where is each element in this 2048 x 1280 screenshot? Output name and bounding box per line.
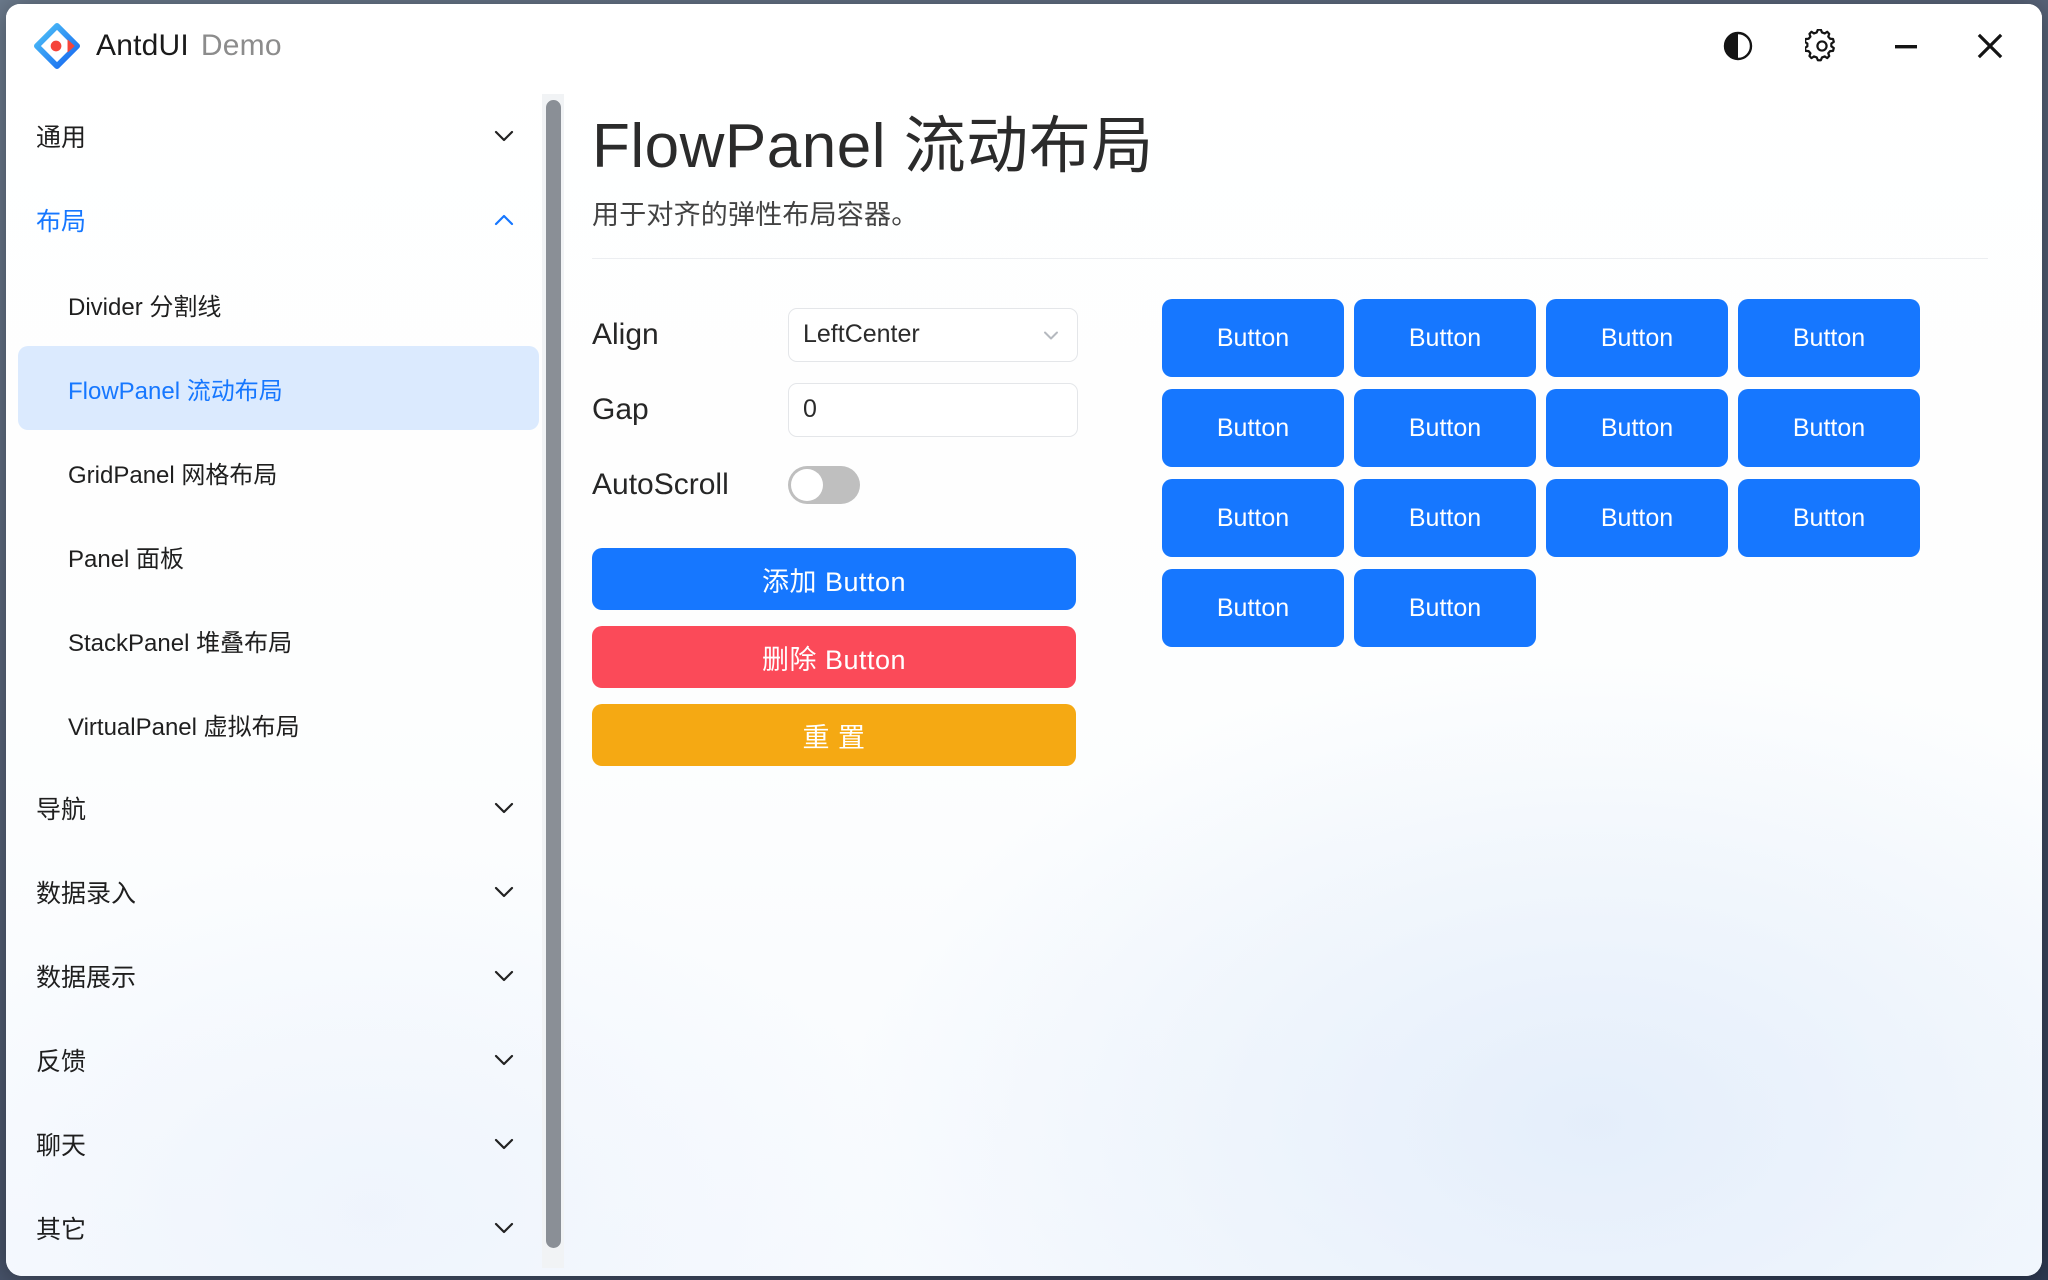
page-title: FlowPanel 流动布局 <box>592 112 1154 181</box>
autoscroll-toggle[interactable] <box>788 465 860 504</box>
chevron-down-icon <box>491 963 517 989</box>
antd-logo-icon <box>34 23 80 69</box>
app-window: AntdUI Demo <box>6 4 2042 1276</box>
app-title-secondary: Demo <box>200 29 282 62</box>
flow-button[interactable]: Button <box>1354 389 1536 468</box>
sidebar-item-panel[interactable]: Panel 面板 <box>18 514 539 598</box>
window-controls <box>1696 12 2042 80</box>
chevron-down-icon <box>491 123 517 149</box>
demo-area: Align LeftCenter Gap AutoScroll <box>592 297 2002 767</box>
flow-button[interactable]: Button <box>1738 389 1920 468</box>
chevron-down-icon <box>491 1047 517 1073</box>
sidebar-group-chat[interactable]: 聊天 <box>6 1102 551 1186</box>
sidebar-item-divider[interactable]: Divider 分割线 <box>18 262 539 346</box>
sidebar-group-general[interactable]: 通用 <box>6 94 551 178</box>
sidebar-group-label: 数据录入 <box>36 880 137 908</box>
sidebar-group-label: 其它 <box>36 1216 87 1244</box>
flow-button[interactable]: Button <box>1546 389 1728 468</box>
sidebar-group-layout[interactable]: 布局 <box>6 178 551 262</box>
sidebar-item-gridpanel[interactable]: GridPanel 网格布局 <box>18 430 539 514</box>
reset-button[interactable]: 重 置 <box>592 704 1076 767</box>
flow-button[interactable]: Button <box>1162 569 1344 648</box>
settings-panel: Align LeftCenter Gap AutoScroll <box>592 297 1082 767</box>
sidebar-group-label: 导航 <box>36 796 87 824</box>
title-bar: AntdUI Demo <box>6 4 2042 88</box>
sidebar-item-label: FlowPanel 流动布局 <box>68 377 283 405</box>
autoscroll-row: AutoScroll <box>592 447 1082 522</box>
chevron-down-icon <box>1039 323 1063 347</box>
flow-button[interactable]: Button <box>1546 299 1728 378</box>
sidebar-menu: 通用 布局 Divider 分割线 FlowPanel 流动布局 GridPan… <box>6 88 551 1276</box>
toggle-knob <box>791 468 823 501</box>
flow-button[interactable]: Button <box>1354 479 1536 558</box>
header-divider <box>592 258 1988 260</box>
gap-row: Gap <box>592 372 1082 447</box>
flow-button[interactable]: Button <box>1162 479 1344 558</box>
sidebar-scrollbar-thumb[interactable] <box>546 100 561 1248</box>
main-content: FlowPanel 流动布局 用于对齐的弹性布局容器。 Align LeftCe… <box>564 88 2042 1276</box>
flow-button[interactable]: Button <box>1162 299 1344 378</box>
sidebar-group-label: 通用 <box>36 124 87 152</box>
gear-icon <box>1805 29 1839 63</box>
chevron-down-icon <box>491 879 517 905</box>
align-row: Align LeftCenter <box>592 297 1082 372</box>
app-title-primary: AntdUI <box>96 29 189 62</box>
align-label: Align <box>592 317 659 351</box>
sidebar-item-virtualpanel[interactable]: VirtualPanel 虚拟布局 <box>18 682 539 766</box>
chevron-down-icon <box>491 795 517 821</box>
sidebar-group-label: 聊天 <box>36 1132 87 1160</box>
sidebar-group-label: 布局 <box>36 208 87 236</box>
page-description: 用于对齐的弹性布局容器。 <box>592 200 919 231</box>
flow-button[interactable]: Button <box>1162 389 1344 468</box>
delete-button-button[interactable]: 删除 Button <box>592 626 1076 689</box>
chevron-down-icon <box>491 1215 517 1241</box>
sidebar-group-data-display[interactable]: 数据展示 <box>6 934 551 1018</box>
autoscroll-label: AutoScroll <box>592 467 729 501</box>
settings-button[interactable] <box>1780 12 1864 80</box>
sidebar-item-label: Panel 面板 <box>68 545 185 573</box>
sidebar-group-feedback[interactable]: 反馈 <box>6 1018 551 1102</box>
gap-label: Gap <box>592 392 649 426</box>
minimize-icon <box>1889 29 1923 63</box>
add-button-button[interactable]: 添加 Button <box>592 548 1076 611</box>
sidebar-item-label: Divider 分割线 <box>68 293 222 321</box>
close-button[interactable] <box>1948 12 2032 80</box>
align-select-value: LeftCenter <box>803 320 920 349</box>
sidebar-group-navigation[interactable]: 导航 <box>6 766 551 850</box>
align-select[interactable]: LeftCenter <box>788 307 1078 362</box>
sidebar: 通用 布局 Divider 分割线 FlowPanel 流动布局 GridPan… <box>6 88 551 1276</box>
sidebar-item-flowpanel[interactable]: FlowPanel 流动布局 <box>18 346 539 430</box>
gap-input[interactable] <box>788 382 1078 437</box>
sidebar-group-label: 反馈 <box>36 1048 87 1076</box>
contrast-icon <box>1722 30 1754 62</box>
flow-button[interactable]: Button <box>1354 299 1536 378</box>
app-title: AntdUI Demo <box>96 29 282 63</box>
flow-panel-preview: Button Button Button Button Button Butto… <box>1162 297 1962 766</box>
minimize-button[interactable] <box>1864 12 1948 80</box>
flow-button[interactable]: Button <box>1546 479 1728 558</box>
sidebar-item-label: GridPanel 网格布局 <box>68 461 278 489</box>
theme-toggle-button[interactable] <box>1696 12 1780 80</box>
flow-button[interactable]: Button <box>1738 299 1920 378</box>
flow-button[interactable]: Button <box>1354 569 1536 648</box>
sidebar-group-label: 数据展示 <box>36 964 137 992</box>
sidebar-group-others[interactable]: 其它 <box>6 1186 551 1270</box>
close-icon <box>1971 27 2009 65</box>
chevron-up-icon <box>491 207 517 233</box>
sidebar-item-label: StackPanel 堆叠布局 <box>68 629 293 657</box>
flow-button[interactable]: Button <box>1738 479 1920 558</box>
sidebar-group-data-entry[interactable]: 数据录入 <box>6 850 551 934</box>
sidebar-item-stackpanel[interactable]: StackPanel 堆叠布局 <box>18 598 539 682</box>
sidebar-item-label: VirtualPanel 虚拟布局 <box>68 713 300 741</box>
chevron-down-icon <box>491 1131 517 1157</box>
brand: AntdUI Demo <box>6 23 282 69</box>
